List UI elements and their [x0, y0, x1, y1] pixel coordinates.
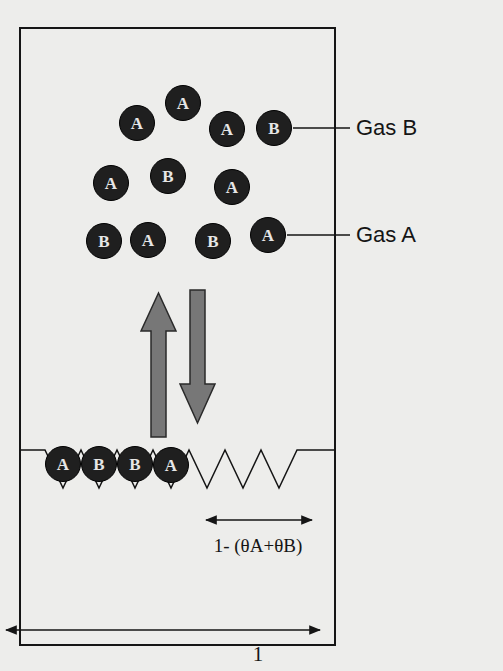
molecule-circle: B	[86, 223, 122, 259]
gas-label: Gas B	[356, 116, 417, 140]
molecule-circle: A	[214, 169, 250, 205]
molecule-circle: B	[117, 446, 153, 482]
molecule-circle: A	[93, 165, 129, 201]
molecule-letter: B	[98, 233, 109, 250]
leader-line	[287, 234, 350, 235]
molecule-letter: A	[177, 95, 189, 112]
molecule-circle: A	[119, 105, 155, 141]
molecule-letter: A	[131, 115, 143, 132]
molecule-circle: B	[150, 158, 186, 194]
molecule-circle: A	[153, 447, 189, 483]
molecule-letter: A	[226, 179, 238, 196]
molecule-letter: B	[162, 168, 173, 185]
molecule-letter: A	[221, 121, 233, 138]
molecule-letter: B	[129, 456, 140, 473]
molecule-circle: B	[195, 223, 231, 259]
molecule-letter: A	[57, 456, 69, 473]
molecule-letter: B	[268, 120, 279, 137]
molecule-circle: B	[256, 110, 292, 146]
dimension-arrow	[206, 519, 312, 521]
molecule-circle: A	[45, 446, 81, 482]
adsorption-arrow	[141, 293, 176, 437]
molecule-letter: A	[262, 227, 274, 244]
dimension-label: 1	[253, 643, 264, 666]
molecule-circle: A	[209, 111, 245, 147]
molecule-circle: A	[130, 222, 166, 258]
molecule-letter: A	[165, 457, 177, 474]
dimension-label: 1- (θA+θB)	[214, 536, 303, 557]
molecule-letter: A	[105, 175, 117, 192]
molecule-circle: B	[81, 446, 117, 482]
molecule-letter: B	[93, 456, 104, 473]
desorption-arrow	[180, 290, 215, 423]
molecule-circle: A	[165, 85, 201, 121]
leader-line	[293, 127, 350, 128]
gas-label: Gas A	[356, 223, 416, 247]
dimension-arrow	[6, 629, 320, 631]
molecule-letter: B	[207, 233, 218, 250]
molecule-circle: A	[250, 217, 286, 253]
molecule-letter: A	[142, 232, 154, 249]
container-box	[20, 28, 335, 645]
